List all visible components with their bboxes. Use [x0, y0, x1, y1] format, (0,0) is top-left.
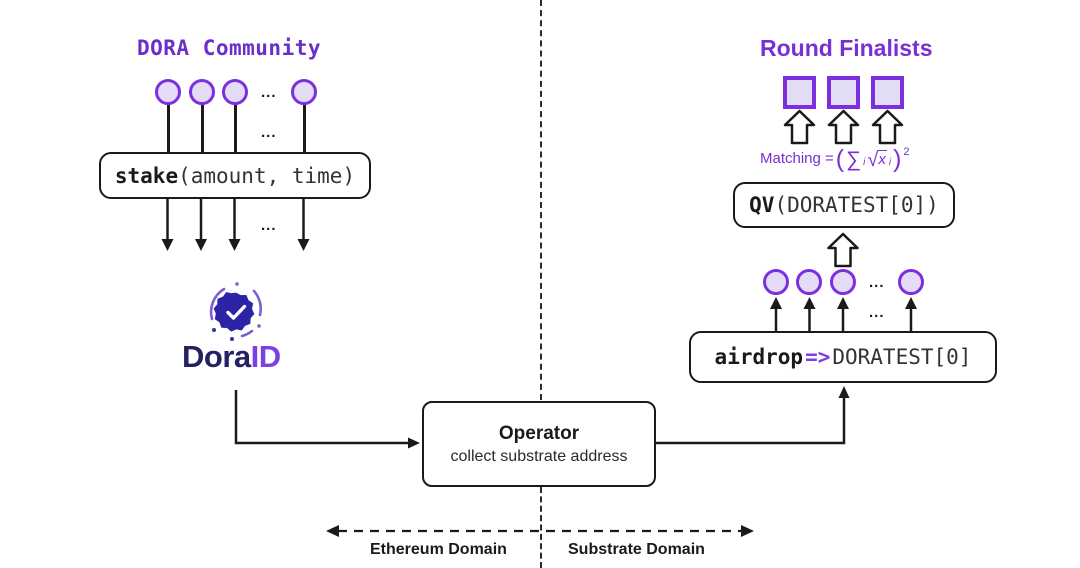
finalist-square-2: [827, 76, 860, 109]
airdrop-out-ellipsis: ...: [869, 304, 885, 321]
finalist-square-1: [783, 76, 816, 109]
voter-token-3: [830, 269, 856, 295]
community-token-1: [155, 79, 181, 105]
qv-fn-name: QV: [749, 193, 775, 217]
formula-close-paren: ): [893, 145, 902, 173]
stake-in-line-1: [167, 105, 170, 153]
stake-fn-args: (amount, time): [178, 163, 356, 188]
doraid-word-id: ID: [250, 339, 282, 374]
stake-in-ellipsis: ...: [261, 124, 277, 141]
doraid-to-operator-connector: [234, 390, 420, 449]
voter-token-ellipsis: ...: [869, 274, 885, 291]
stake-in-line-2: [201, 105, 204, 153]
doraid-word-dora: Dora: [182, 339, 251, 374]
stake-in-line-4: [303, 105, 306, 153]
airdrop-target: DORATEST[0]: [832, 345, 972, 369]
finalist-block-arrows: [783, 109, 904, 145]
formula-label: Matching =: [760, 150, 834, 167]
formula-radicand-subscript: i: [888, 157, 892, 168]
qv-function-box[interactable]: QV(DORATEST[0]): [733, 182, 955, 228]
formula-sigma-subscript: i: [863, 157, 866, 168]
formula-sigma: ∑: [846, 148, 862, 171]
qv-block-arrow: [827, 232, 859, 268]
airdrop-function-box[interactable]: airdrop=>DORATEST[0]: [689, 331, 997, 383]
formula-open-paren: (: [835, 145, 845, 173]
formula-radical-sign: √: [867, 148, 879, 171]
airdrop-out-arrows: [770, 297, 917, 331]
finalist-square-3: [871, 76, 904, 109]
community-token-2: [189, 79, 215, 105]
voter-token-4: [898, 269, 924, 295]
verified-badge-icon: [209, 282, 262, 341]
voter-token-2: [796, 269, 822, 295]
stake-in-line-3: [234, 105, 237, 153]
community-token-4: [291, 79, 317, 105]
domain-axis-arrow: [326, 525, 754, 537]
matching-formula: Matching = ( ∑ i √ x i ) 2: [760, 145, 910, 173]
stake-function-box[interactable]: stake(amount, time): [99, 152, 371, 199]
airdrop-operator: =>: [805, 345, 831, 369]
stake-fn-name: stake: [114, 163, 179, 188]
domain-divider-bottom: [540, 487, 542, 568]
voter-token-1: [763, 269, 789, 295]
domain-divider-top: [540, 0, 542, 400]
operator-to-airdrop-connector: [654, 386, 850, 445]
operator-title: Operator: [498, 422, 580, 444]
qv-fn-args: (DORATEST[0]): [774, 193, 939, 217]
round-finalists-heading: Round Finalists: [760, 35, 933, 61]
community-token-3: [222, 79, 248, 105]
community-token-ellipsis: ...: [261, 84, 277, 101]
doraid-wordmark: DoraID: [182, 339, 281, 375]
stake-out-ellipsis: ...: [261, 217, 277, 234]
stake-out-arrows: [161, 199, 310, 251]
formula-exponent: 2: [903, 145, 910, 158]
formula-radicand: x: [878, 149, 887, 168]
operator-box[interactable]: Operator collect substrate address: [422, 401, 656, 487]
ethereum-domain-label: Ethereum Domain: [370, 541, 507, 558]
airdrop-fn-name: airdrop: [714, 345, 804, 369]
dora-community-heading: DORA Community: [137, 36, 322, 60]
substrate-domain-label: Substrate Domain: [568, 541, 705, 558]
operator-subtitle: collect substrate address: [450, 447, 628, 465]
